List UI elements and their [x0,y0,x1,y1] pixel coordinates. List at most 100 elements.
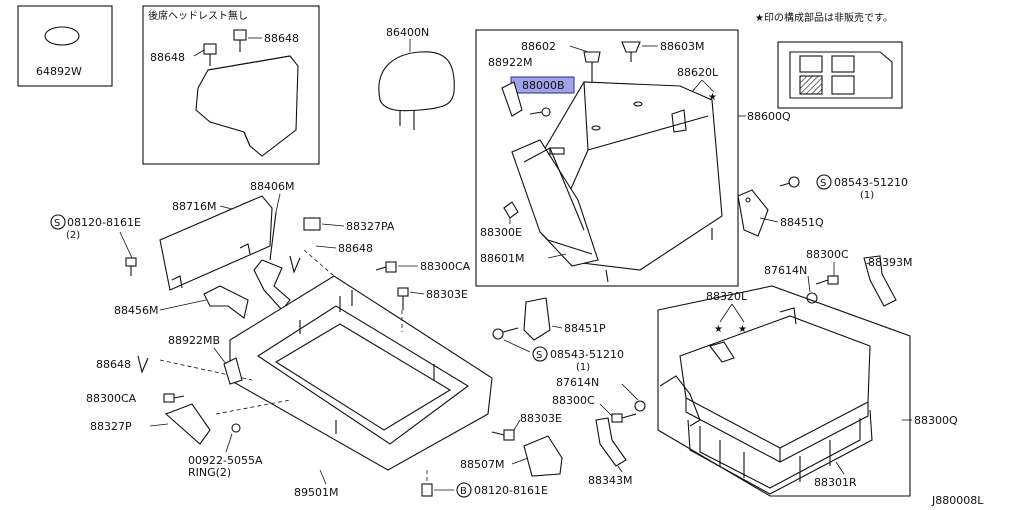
diagram-code: J880008L [931,494,984,507]
qty-08543-b: (1) [576,362,590,373]
washer-87614n-b[interactable] [634,400,646,412]
cushion-88300q[interactable] [679,307,871,463]
wire-88648-d[interactable] [137,355,149,374]
label-88620l[interactable]: 88620L [677,66,719,79]
bolt-08120-top[interactable] [125,257,137,276]
s-symbol-a: S [816,174,832,190]
label-88716m[interactable]: 88716M [172,200,216,213]
label-08120-bot[interactable]: 08120-8161E [474,484,548,497]
wire-88648-c[interactable] [289,255,301,274]
bolt-88300ca-b[interactable] [163,393,185,403]
strap-88393m[interactable] [863,255,897,307]
label-88343m[interactable]: 88343M [588,474,632,487]
label-88303e-a[interactable]: 88303E [426,288,468,301]
label-88648-c[interactable]: 88648 [338,242,373,255]
star-88320l-a: ★ [714,324,723,335]
cover-88507m[interactable] [523,435,563,477]
label-88507m[interactable]: 88507M [460,458,504,471]
bolt-88303e-b[interactable] [491,429,515,441]
svg-text:S: S [820,178,826,189]
bolt-08120-bot[interactable] [421,470,433,497]
clip-88603m[interactable] [621,41,641,62]
screw-08543-a[interactable] [779,176,800,188]
label-88301r[interactable]: 88301R [814,476,857,489]
label-89501m[interactable]: 89501M [294,486,338,499]
label-88603m[interactable]: 88603M [660,40,704,53]
bracket-88456m[interactable] [203,285,249,319]
label-88300e[interactable]: 88300E [480,226,522,239]
label-87614n-a[interactable]: 87614N [764,264,807,277]
board-88716m[interactable] [159,195,273,291]
bolt-88300ca-a[interactable] [375,261,397,273]
box-seatback-assembly [475,29,739,287]
label-88648-d[interactable]: 88648 [96,358,131,371]
label-88300c-a[interactable]: 88300C [806,248,849,261]
bolt-88602[interactable] [583,51,601,82]
hinge-88922m[interactable] [501,81,523,117]
label-88922m[interactable]: 88922M [488,56,532,69]
label-88303e-b[interactable]: 88303E [520,412,562,425]
qty-08120-top: (2) [66,230,80,241]
svg-text:S: S [536,350,542,361]
hinge-88922mb[interactable] [223,357,243,385]
bolt-88303e-a[interactable] [397,287,409,310]
label-88327pa[interactable]: 88327PA [346,220,395,233]
label-08543-b[interactable]: 08543-51210 [550,348,624,361]
label-88300q[interactable]: 88300Q [914,414,958,427]
bolt-88300c-a[interactable] [815,275,839,285]
grommet-64892w[interactable] [44,26,80,46]
star-88320l-b: ★ [738,324,747,335]
label-88300ca-a[interactable]: 88300CA [420,260,471,273]
svg-text:S: S [54,218,60,229]
label-88393m[interactable]: 88393M [868,256,912,269]
label-64892w[interactable]: 64892W [36,65,82,78]
headrest-cap-right[interactable] [233,29,247,52]
label-88000b[interactable]: 88000B [522,79,565,92]
screw-08543-b[interactable] [492,327,519,340]
label-88602[interactable]: 88602 [521,40,556,53]
label-08543-a[interactable]: 08543-51210 [834,176,908,189]
strap-88343m[interactable] [595,375,701,467]
headrest-cap-left[interactable] [203,43,217,66]
headrest-86400n[interactable] [378,51,455,130]
label-88600q[interactable]: 88600Q [747,110,791,123]
label-88320l[interactable]: 88320L [706,290,748,303]
ring-00922[interactable] [231,423,241,433]
box-64892w [17,5,113,87]
label-88327p[interactable]: 88327P [90,420,132,433]
note-no-headrest: 後席ヘッドレスト無し [148,9,248,22]
bolt-88300e[interactable] [503,201,519,219]
cover-88451q[interactable] [737,189,769,237]
bolt-88000b-area[interactable] [529,107,551,117]
seatback-top-no-headrest[interactable] [195,55,299,157]
label-88648-a[interactable]: 88648 [264,32,299,45]
svg-text:B: B [460,486,467,497]
seat-frame-89501m[interactable] [229,275,493,471]
label-88406m[interactable]: 88406M [250,180,294,193]
label-88922mb[interactable]: 88922MB [168,334,220,347]
label-88300c-b[interactable]: 88300C [552,394,595,407]
cover-88451p[interactable] [523,297,551,341]
bolt-88300c-b[interactable] [611,413,637,423]
seatback-frame-88601m[interactable] [511,139,599,267]
label-86400n[interactable]: 86400N [386,26,429,39]
bracket-88406m[interactable] [253,211,291,311]
label-88300ca-b[interactable]: 88300CA [86,392,137,405]
vehicle-location-icon [777,41,903,109]
washer-87614n-a[interactable] [806,292,818,304]
s-symbol-b: S [532,346,548,362]
star-88620l-b: ★ [708,92,717,103]
label-00922[interactable]: 00922-5055A [188,454,263,467]
label-88601m[interactable]: 88601M [480,252,524,265]
label-88451q[interactable]: 88451Q [780,216,824,229]
label-88451p[interactable]: 88451P [564,322,606,335]
clip-88327pa[interactable] [303,217,321,231]
cushion-frame-88301r[interactable] [687,409,873,495]
label-08120-top[interactable]: 08120-8161E [67,216,141,229]
label-88456m[interactable]: 88456M [114,304,158,317]
label-88648-b[interactable]: 88648 [150,51,185,64]
label-87614n-b[interactable]: 87614N [556,376,599,389]
cover-88327p[interactable] [164,403,211,445]
s-symbol-top-left: S [50,214,66,230]
